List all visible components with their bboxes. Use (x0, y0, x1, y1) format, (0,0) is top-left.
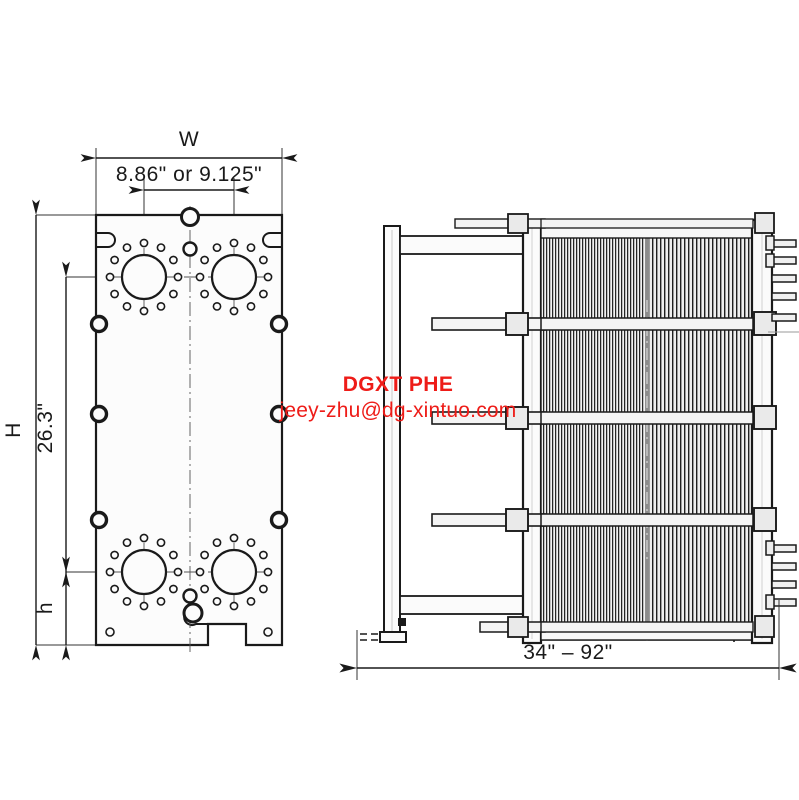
stud-upper-2 (771, 256, 797, 265)
dimension-height-symbol: H (2, 422, 25, 438)
plate-pack (540, 225, 753, 641)
nozzle-connector-blocks (765, 235, 775, 610)
hole-lower-center (182, 588, 198, 604)
dimension-width-overall: W (80, 128, 298, 162)
lug-left-mid (89, 404, 109, 424)
tie-bolt-row-2 (431, 311, 777, 336)
port-bottom-left (120, 548, 168, 596)
frame-center-holes-small (182, 241, 198, 604)
lug-right-upper (269, 314, 289, 334)
side-view-group: 34" – 92" (339, 212, 799, 680)
stud-upper-3 (771, 274, 797, 283)
carrying-bar-lower (399, 595, 543, 615)
watermark-email: jeey-zhu@dg-xintuo.com (279, 399, 517, 422)
stud-lower-1 (771, 544, 797, 553)
port-top-left (120, 253, 168, 301)
support-column-left (383, 225, 401, 639)
tie-bolt-row-5 (479, 615, 775, 638)
fixing-hole-bottom-right (263, 627, 273, 637)
frame-corner-fixing-holes (105, 627, 273, 637)
dimension-h-port-height: h (34, 556, 70, 661)
stud-lower-4 (771, 598, 797, 607)
carrying-bar-upper (399, 235, 543, 255)
hole-bottom-center (182, 602, 204, 624)
stud-upper-4 (771, 292, 797, 301)
notch-upper-left (96, 232, 116, 248)
dimension-length-overall: 34" – 92" (339, 600, 797, 680)
dimension-width-symbol: W (179, 128, 199, 151)
stud-upper-1 (771, 239, 797, 248)
lug-right-mid (269, 404, 289, 424)
watermark-company: DGXT PHE (343, 373, 454, 396)
dimension-height-26-3-value: 26.3" (34, 403, 57, 454)
watermark-group: DGXT PHE jeey-zhu@dg-xintuo.com (279, 373, 517, 422)
dimension-port-spacing: 8.86" or 9.125" (116, 163, 262, 194)
port-bolt-holes (105, 238, 273, 611)
carrying-bars (399, 235, 543, 615)
stud-lower-3 (771, 580, 797, 589)
dimension-height-value: 26.3" (34, 261, 70, 588)
fixing-hole-bottom-left (105, 627, 115, 637)
plate-pack-right-half (647, 225, 753, 641)
hole-upper-center (182, 241, 198, 257)
lug-left-lower (89, 510, 109, 530)
tie-bolt-row-3 (431, 405, 777, 430)
frame-center-holes (180, 207, 204, 624)
plate-pack-left-half (540, 225, 647, 641)
tie-bolts (431, 212, 777, 638)
stud-lower-2 (771, 562, 797, 571)
lug-left-upper (89, 314, 109, 334)
port-top-right (210, 253, 258, 301)
fixed-cover-plate (750, 218, 774, 645)
dimension-height-overall: H (2, 199, 40, 661)
frame-plate-ports (120, 253, 258, 596)
dimension-port-spacing-value: 8.86" or 9.125" (116, 163, 262, 186)
hole-top-center (180, 207, 200, 227)
dimension-length-value: 34" – 92" (523, 641, 612, 664)
frame-edge-lug-holes (89, 314, 289, 530)
port-bottom-right (210, 548, 258, 596)
dimension-h-symbol: h (34, 602, 57, 614)
front-view-group: W 8.86" or 9.125" H 26.3" h (2, 128, 298, 661)
frame-foot-left (360, 618, 407, 643)
notch-upper-right (262, 232, 282, 248)
tie-bolt-row-4 (431, 507, 777, 532)
lug-right-lower (269, 510, 289, 530)
stud-upper-5 (771, 313, 797, 322)
tie-bolt-row-1 (454, 212, 775, 234)
movable-cover-plate (521, 220, 543, 645)
